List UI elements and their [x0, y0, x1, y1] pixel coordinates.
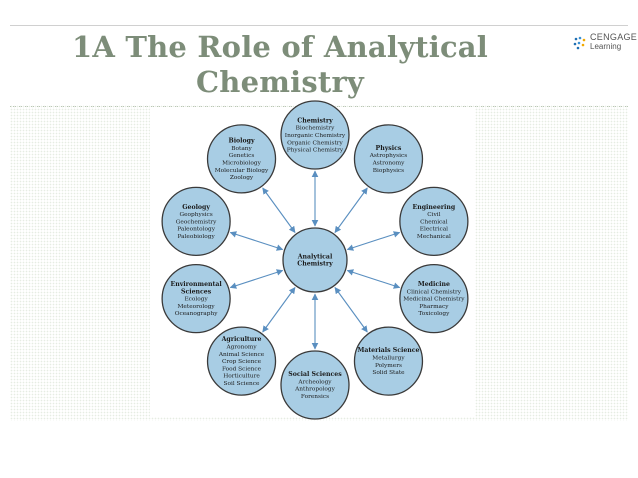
node-medicine-circle	[399, 263, 469, 334]
node-chemistry-title: Chemistry	[297, 117, 333, 124]
node-agriculture-item: Animal Science	[218, 352, 265, 358]
slide-header: 1A The Role of Analytical Chemistry CENG…	[10, 25, 637, 107]
node-physics-item: Astrophysics	[369, 153, 408, 159]
node-medicine-item: Medicinal Chemistry	[403, 297, 465, 303]
node-agriculture-item: Horticulture	[223, 374, 260, 380]
node-engineering-title: Engineering	[413, 204, 456, 211]
brand-name: CENGAGE	[590, 32, 638, 42]
node-biology-item: Botany	[231, 146, 252, 152]
node-social-sciences-item: Anthropology	[294, 387, 335, 393]
node-geology-item: Paleobiology	[177, 234, 215, 240]
node-agriculture-item: Food Science	[222, 366, 262, 372]
node-materials-science-circle	[353, 326, 424, 396]
node-chemistry-circle	[280, 100, 350, 170]
node-social-sciences-circle	[280, 350, 350, 420]
node-social-sciences: Social SciencesArcheologyAnthropologyFor…	[280, 350, 350, 420]
node-social-sciences-title: Social Sciences	[288, 371, 342, 378]
brand-subtitle: Learning	[590, 42, 622, 51]
slide-title-line1: 1A The Role of Analytical	[71, 30, 489, 64]
arrow-environmental-sciences	[229, 269, 284, 289]
arrow-geology	[229, 231, 284, 251]
node-materials-science: Materials ScienceMetallurgyPolymersSolid…	[353, 326, 424, 396]
node-materials-science-item: Solid State	[372, 370, 405, 376]
node-agriculture-circle	[206, 326, 277, 396]
node-environmental-sciences: EnvironmentalSciencesEcologyMeteorologyO…	[161, 263, 231, 334]
node-analytical-chemistry-circle	[282, 227, 348, 293]
node-geology-item: Paleontology	[177, 227, 215, 233]
arrow-engineering	[346, 231, 401, 251]
node-agriculture-item: Crop Science	[222, 359, 262, 365]
node-environmental-sciences-circle	[161, 263, 231, 334]
arrow-agriculture	[262, 286, 296, 333]
arrow-materials-science	[334, 286, 368, 333]
node-engineering-item: Mechanical	[417, 234, 451, 240]
slide-title: 1A The Role of Analytical Chemistry	[10, 30, 550, 100]
arrow-medicine	[346, 269, 401, 289]
node-environmental-sciences-item: Oceanography	[175, 311, 218, 317]
node-engineering-item: Electrical	[420, 227, 448, 233]
node-social-sciences-item: Archeology	[297, 379, 332, 385]
node-physics-item: Astronomy	[372, 161, 405, 167]
node-environmental-sciences-title: Environmental	[170, 281, 222, 288]
node-environmental-sciences-item: Meteorology	[178, 304, 216, 310]
node-geology-item: Geochemistry	[176, 219, 217, 225]
diagram-arrows	[229, 170, 401, 350]
node-medicine-item: Clinical Chemistry	[407, 289, 462, 295]
node-analytical-chemistry-title: Chemistry	[297, 261, 333, 268]
node-chemistry-item: Inorganic Chemistry	[285, 133, 346, 139]
node-medicine-title: Medicine	[418, 281, 450, 288]
node-materials-science-title: Materials Science	[357, 347, 419, 354]
node-physics-item: Biophysics	[373, 168, 404, 174]
slide-title-line2: Chemistry	[196, 65, 364, 99]
node-medicine-item: Toxicology	[418, 311, 450, 317]
node-physics-circle	[353, 124, 424, 194]
cengage-logo: CENGAGE Learning	[573, 32, 638, 56]
arrow-physics	[334, 187, 368, 234]
node-materials-science-item: Metallurgy	[372, 355, 405, 361]
node-biology-circle	[206, 124, 277, 194]
node-biology-item: Zoology	[230, 175, 254, 181]
node-geology-item: Geophysics	[179, 212, 212, 218]
node-biology-item: Microbiology	[222, 161, 261, 167]
node-biology-item: Molecular Biology	[215, 168, 269, 174]
node-agriculture-item: Soil Science	[224, 381, 260, 387]
node-biology: BiologyBotanyGeneticsMicrobiologyMolecul…	[206, 124, 277, 194]
node-agriculture-item: Agronomy	[225, 345, 257, 351]
node-environmental-sciences-item: Ecology	[184, 297, 208, 303]
node-physics-title: Physics	[376, 145, 402, 152]
node-biology-item: Genetics	[229, 153, 255, 159]
node-agriculture-title: Agriculture	[221, 336, 262, 343]
node-analytical-chemistry-title: Analytical	[297, 253, 333, 260]
cengage-mark-icon	[573, 36, 586, 50]
node-chemistry-item: Organic Chemistry	[287, 140, 343, 146]
arrow-biology	[262, 187, 296, 234]
node-geology: GeologyGeophysicsGeochemistryPaleontolog…	[161, 186, 231, 257]
node-engineering-item: Civil	[427, 212, 440, 218]
node-biology-title: Biology	[228, 138, 255, 145]
node-medicine-item: Pharmacy	[419, 304, 449, 310]
node-engineering-circle	[399, 186, 469, 257]
node-chemistry-item: Physical Chemistry	[287, 148, 344, 154]
node-geology-title: Geology	[182, 204, 210, 211]
node-geology-circle	[161, 186, 231, 257]
node-engineering: EngineeringCivilChemicalElectricalMechan…	[399, 186, 469, 257]
node-engineering-item: Chemical	[420, 219, 448, 225]
node-environmental-sciences-title: Sciences	[181, 288, 212, 295]
node-materials-science-item: Polymers	[375, 363, 402, 369]
node-chemistry-item: Biochemistry	[296, 126, 335, 132]
node-social-sciences-item: Forensics	[301, 394, 329, 400]
